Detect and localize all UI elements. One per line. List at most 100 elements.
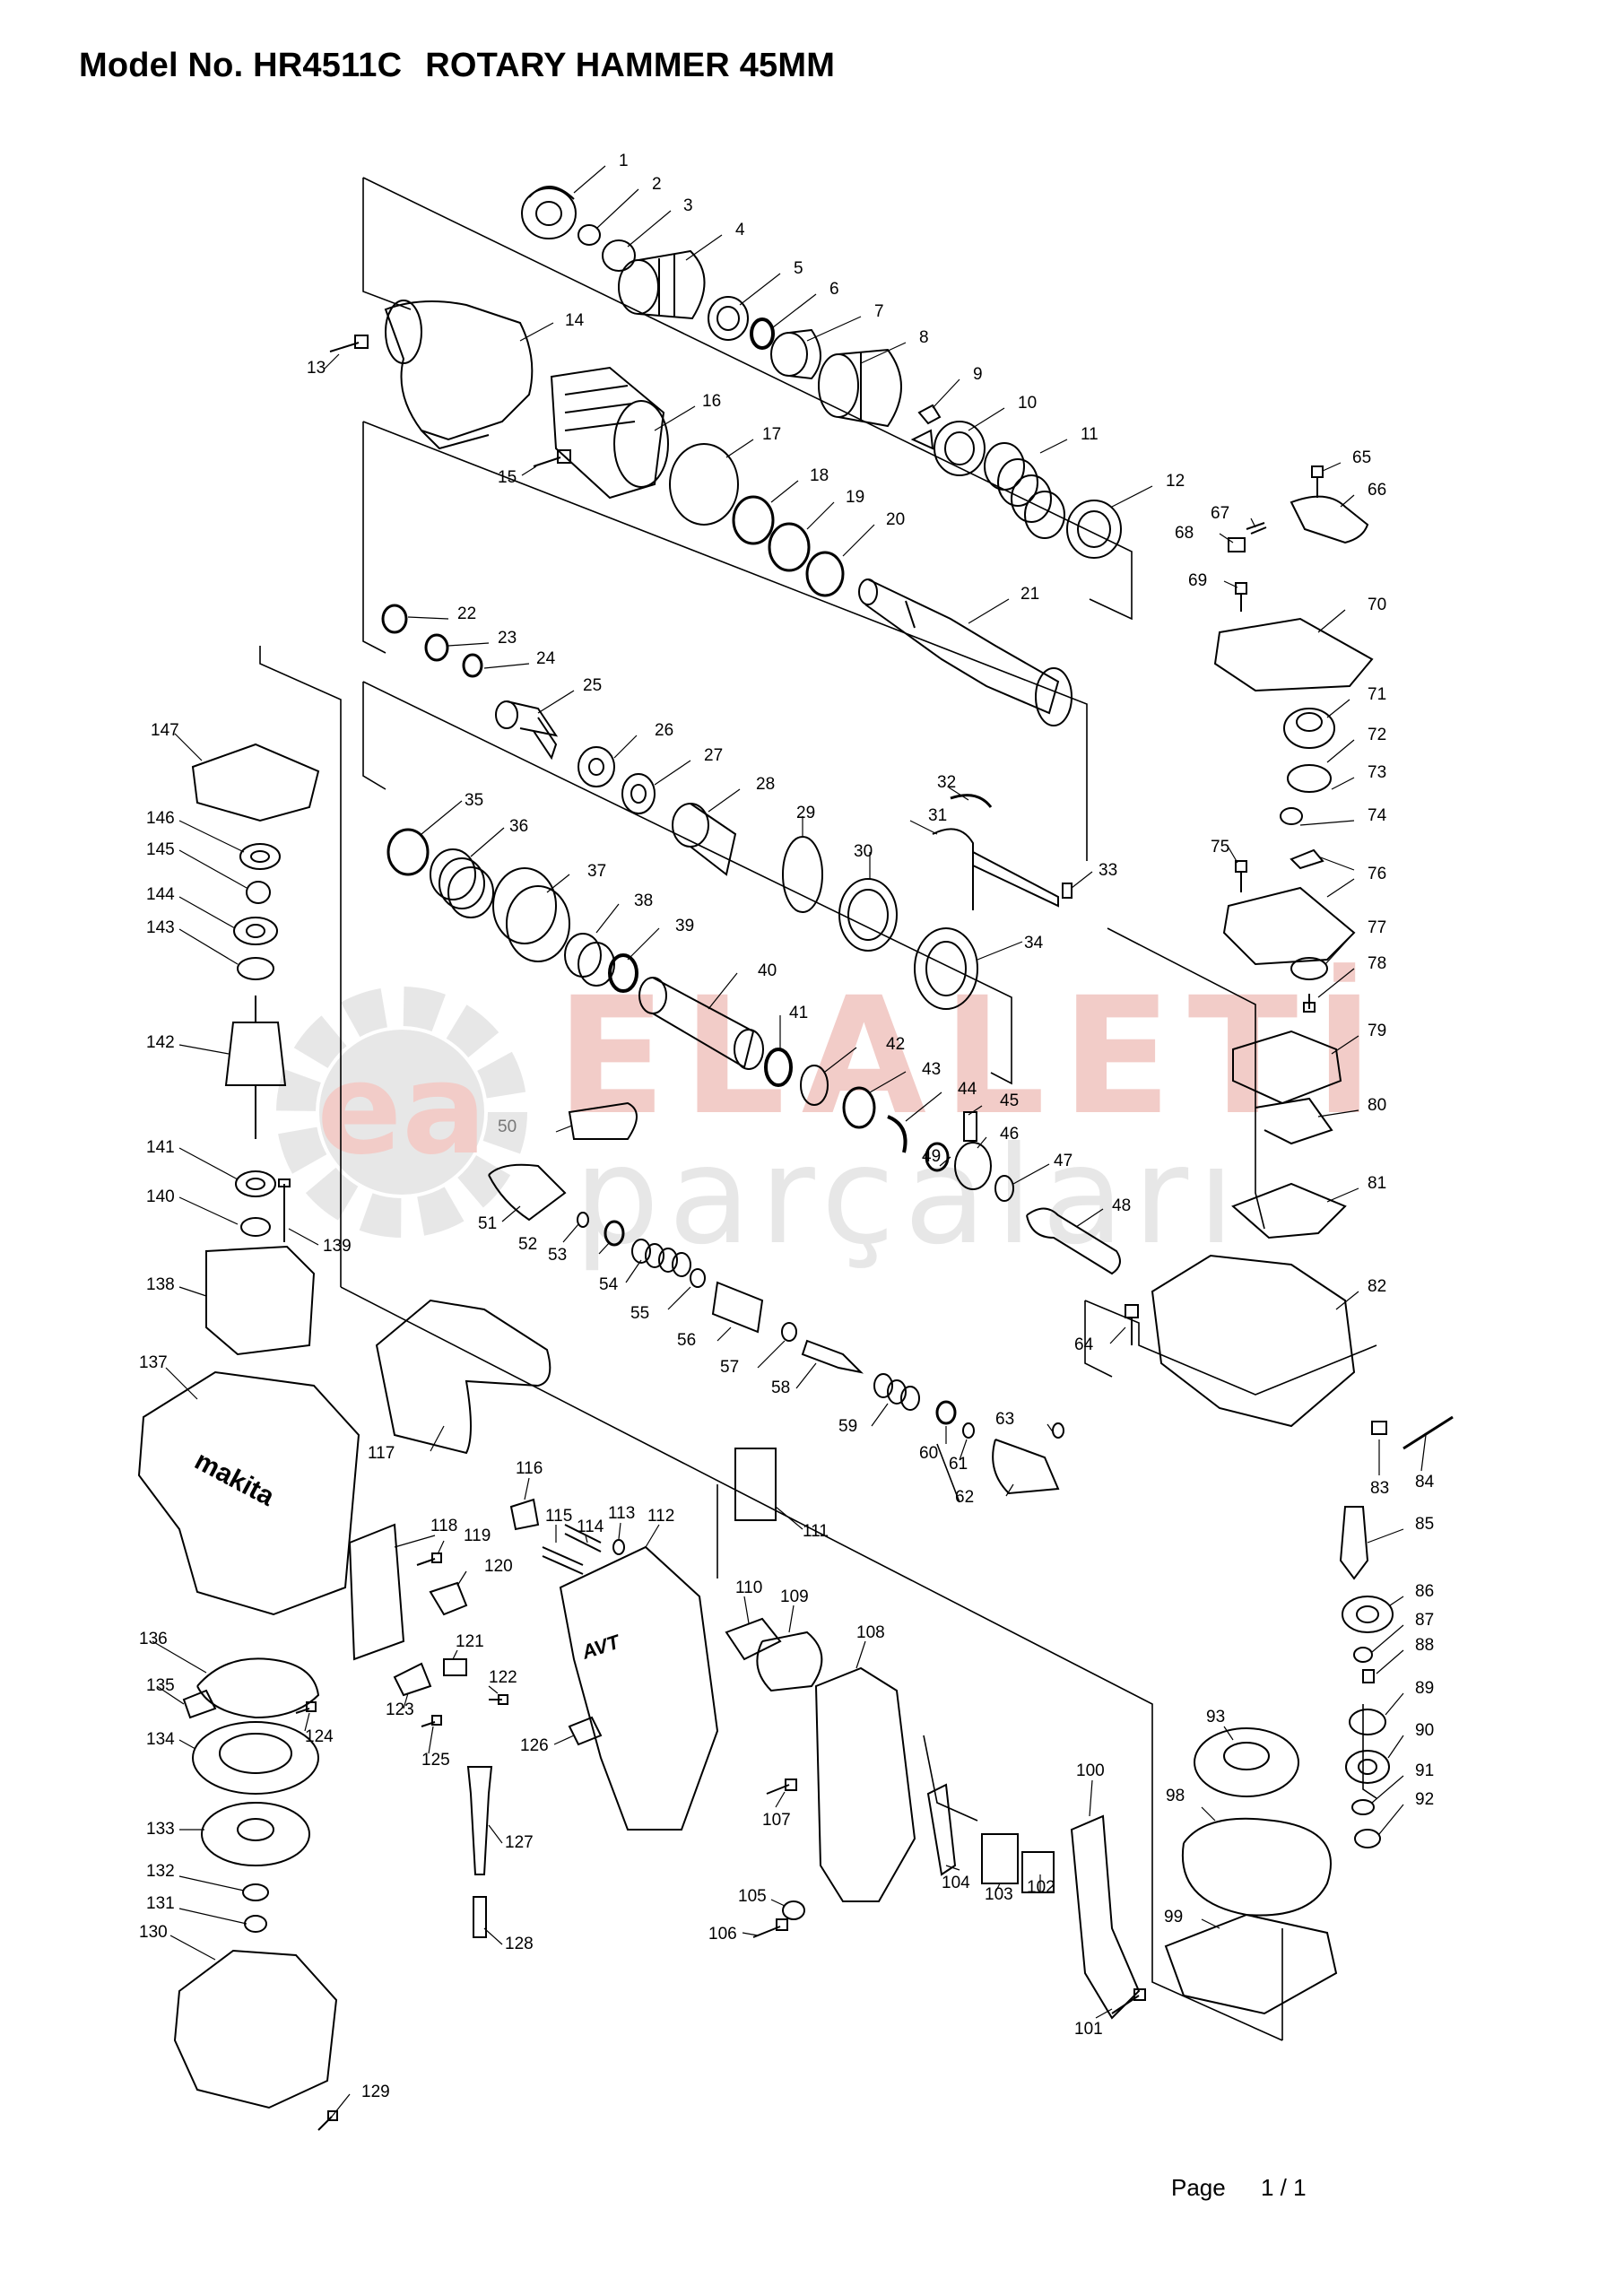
part-11-spring xyxy=(984,442,1065,539)
part-6-oring xyxy=(750,317,775,350)
part-64-screw xyxy=(1125,1304,1139,1345)
part-86-bearing xyxy=(1342,1596,1394,1633)
part-134-baffle xyxy=(192,1721,319,1795)
parts-drawings xyxy=(137,186,1454,2131)
part-callout-117: 117 xyxy=(368,1444,395,1463)
part-25-shaft xyxy=(495,700,559,761)
part-8-sleeve xyxy=(818,348,902,428)
part-57-ring xyxy=(781,1322,797,1342)
part-callout-60: 60 xyxy=(919,1444,938,1463)
part-83-nut xyxy=(1371,1421,1387,1435)
part-113-ring xyxy=(612,1539,625,1555)
part-callout-113: 113 xyxy=(608,1504,635,1523)
part-142-armature xyxy=(224,996,287,1139)
part-55-ring xyxy=(690,1268,706,1288)
part-40-cylinder xyxy=(638,977,764,1070)
part-115-spring xyxy=(542,1546,584,1575)
part-116-clip xyxy=(509,1498,540,1531)
part-callout-82: 82 xyxy=(1368,1277,1386,1296)
part-15-screw xyxy=(533,449,571,467)
part-42-ring xyxy=(800,1065,829,1106)
part-callout-39: 39 xyxy=(675,917,694,935)
footer-page-label: Page xyxy=(1171,2174,1226,2201)
part-callout-85: 85 xyxy=(1415,1515,1434,1534)
part-callout-123: 123 xyxy=(386,1700,414,1719)
part-46-bearing xyxy=(954,1142,992,1190)
part-123-brush-holder xyxy=(393,1662,432,1697)
part-132-washer xyxy=(242,1883,269,1901)
part-callout-48: 48 xyxy=(1112,1196,1131,1215)
part-82-crank-housing xyxy=(1151,1254,1356,1428)
part-callout-84: 84 xyxy=(1415,1473,1435,1492)
part-callout-31: 31 xyxy=(928,806,947,825)
product-name: ROTARY HAMMER 45MM xyxy=(425,47,836,84)
footer-page-number: 1 / 1 xyxy=(1261,2174,1307,2201)
part-44-circlip xyxy=(887,1115,908,1153)
part-callout-55: 55 xyxy=(630,1304,649,1323)
part-89-washer xyxy=(1349,1709,1386,1735)
part-callout-143: 143 xyxy=(146,918,175,937)
part-71-knob xyxy=(1283,708,1335,749)
part-callout-105: 105 xyxy=(738,1887,767,1906)
part-7-collar xyxy=(770,328,821,380)
part-5-bearing xyxy=(708,296,749,341)
part-callout-118: 118 xyxy=(430,1517,457,1535)
part-callout-130: 130 xyxy=(139,1923,168,1942)
part-callout-42: 42 xyxy=(886,1035,905,1054)
part-35-ring xyxy=(386,828,430,876)
part-callout-146: 146 xyxy=(146,809,175,828)
part-callout-50: 50 xyxy=(498,1118,517,1136)
part-143-washer xyxy=(237,957,274,980)
part-callout-83: 83 xyxy=(1370,1479,1389,1498)
part-73-spring xyxy=(1280,807,1303,825)
part-callout-59: 59 xyxy=(838,1417,857,1436)
part-callout-2: 2 xyxy=(652,175,662,194)
part-24-ring xyxy=(462,653,483,678)
part-32-spring xyxy=(950,794,993,808)
part-135-clip xyxy=(182,1689,217,1719)
part-callout-32: 32 xyxy=(937,773,956,792)
part-callout-41: 41 xyxy=(789,1004,808,1022)
part-callout-56: 56 xyxy=(677,1331,696,1350)
part-21-tool-holder xyxy=(858,578,1073,726)
part-75-screw xyxy=(1235,860,1247,892)
part-120-switch xyxy=(429,1581,468,1616)
watermark-gear-icon: ea xyxy=(276,987,527,1238)
part-callout-128: 128 xyxy=(505,1935,534,1953)
part-callout-13: 13 xyxy=(307,359,326,378)
part-39-oring xyxy=(608,953,638,993)
part-callout-35: 35 xyxy=(465,791,483,810)
part-90-bearing xyxy=(1345,1750,1390,1784)
part-23-ring xyxy=(424,633,449,662)
part-63-ring xyxy=(1052,1422,1064,1439)
part-callout-134: 134 xyxy=(146,1730,175,1749)
watermark-logo: ea xyxy=(317,1037,486,1183)
part-callout-62: 62 xyxy=(955,1488,974,1507)
part-callout-10: 10 xyxy=(1018,394,1037,413)
part-111-label xyxy=(734,1448,777,1521)
part-callout-14: 14 xyxy=(565,311,585,330)
part-48-connecting-rod xyxy=(1026,1207,1121,1275)
part-callout-18: 18 xyxy=(810,466,829,485)
part-callouts: 1234567891011121314151617181920212223242… xyxy=(139,152,1435,2101)
part-callout-142: 142 xyxy=(146,1033,175,1052)
part-callout-109: 109 xyxy=(780,1587,809,1606)
part-129-screw xyxy=(317,2110,338,2131)
part-106-screw xyxy=(752,1918,788,1938)
part-62-piston xyxy=(992,1439,1060,1495)
part-144-bearing xyxy=(233,917,278,945)
part-callout-29: 29 xyxy=(796,804,815,822)
part-callout-139: 139 xyxy=(323,1237,352,1256)
part-45-pin xyxy=(963,1111,977,1142)
part-121-brush-holder xyxy=(443,1658,467,1676)
part-140-washer xyxy=(240,1217,271,1237)
part-13-screw xyxy=(329,335,369,352)
part-98-oring xyxy=(1181,1817,1332,1917)
part-122-screw xyxy=(489,1694,508,1705)
part-callout-141: 141 xyxy=(146,1138,175,1157)
part-14-front-housing xyxy=(384,300,534,450)
part-60-bushing xyxy=(935,1400,957,1425)
part-callout-5: 5 xyxy=(794,259,803,278)
part-100-side-grip xyxy=(1070,1814,1141,2020)
